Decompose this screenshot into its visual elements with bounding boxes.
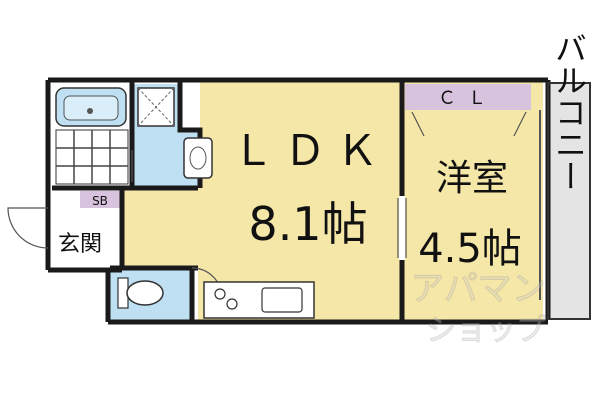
watermark-line1: アパマン xyxy=(410,269,545,309)
closet-label: ＣＬ xyxy=(438,88,498,109)
balcony-rail xyxy=(547,82,591,320)
kitchen-counter xyxy=(203,281,315,319)
shoe-box-label: SB xyxy=(92,194,108,208)
closet-doors xyxy=(411,111,527,137)
watermark-logo: アパマン ショップ xyxy=(410,269,547,349)
closet-area xyxy=(405,84,531,110)
stove-burner-1 xyxy=(214,288,226,300)
western-size: 4.5帖 xyxy=(418,226,522,272)
entrance-area xyxy=(52,208,120,268)
balcony-area xyxy=(548,83,590,319)
stove-burner-2 xyxy=(226,298,238,310)
toilet-fixture xyxy=(117,277,164,309)
room-fills xyxy=(52,82,590,320)
bath-tile-floor xyxy=(55,129,129,185)
wash-basin xyxy=(183,137,213,179)
ldk-label: ＬＤＫ xyxy=(232,126,388,175)
kitchen-sink xyxy=(261,287,303,313)
entrance-door xyxy=(7,207,49,249)
ldk-western-door xyxy=(397,196,407,260)
shoe-box-area xyxy=(80,191,120,208)
watermark-line2: ショップ xyxy=(426,313,546,348)
bathtub xyxy=(55,87,127,127)
balcony-label: バルコニー xyxy=(550,32,588,192)
western-room-area xyxy=(403,82,543,320)
ldk-size: 8.1帖 xyxy=(248,197,367,251)
ldk-area xyxy=(180,82,402,320)
entrance-label: 玄関 xyxy=(58,232,102,257)
ldk-corridor xyxy=(122,188,198,268)
washing-machine-space xyxy=(137,87,175,127)
western-label: 洋室 xyxy=(436,158,508,199)
